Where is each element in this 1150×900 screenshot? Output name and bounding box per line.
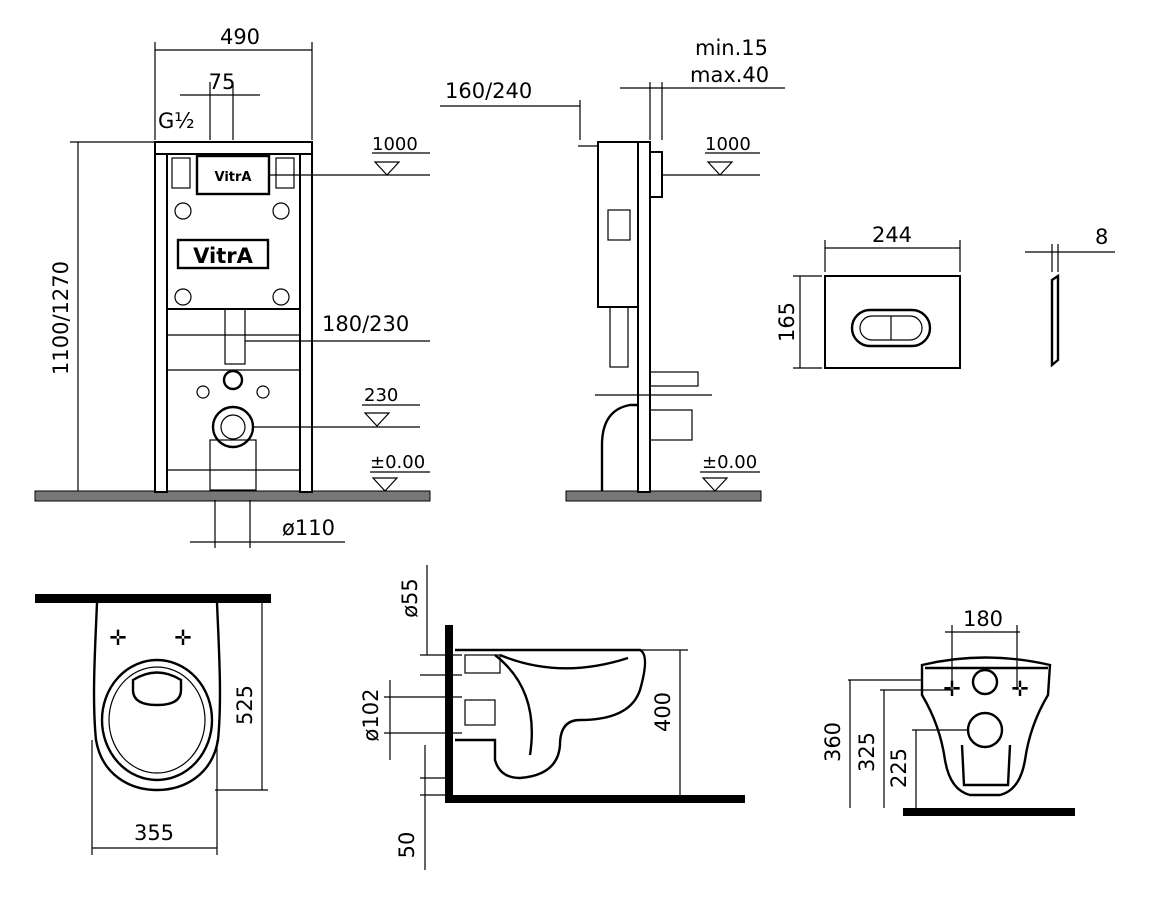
offset-label: 50 [395, 832, 419, 859]
level-1000-side-label: 1000 [705, 134, 751, 155]
bowl-profile-top [499, 653, 629, 670]
inlet-connector [649, 371, 699, 387]
bowl-trap [494, 654, 534, 756]
frame-left-upright [154, 141, 168, 493]
front-view: VitrA VitrA 490 75 G½ 1100/1270 [34, 25, 431, 548]
plate-logo: VitrA [215, 170, 252, 185]
frame-side-upright [637, 141, 651, 493]
wall-top-view [35, 594, 271, 603]
valve-block [607, 209, 631, 241]
bowl-length-label: 525 [233, 685, 257, 725]
outlet-connector [649, 409, 693, 441]
floor-front [34, 490, 431, 502]
flush-plate-side [649, 151, 663, 198]
dim-110-label: ø110 [282, 516, 335, 540]
cistern-body [166, 153, 301, 310]
bolt-left [196, 385, 210, 399]
bowl-outlet-top [131, 671, 183, 707]
bowl-rear-view: ✛ ✛ 180 360 325 225 [821, 607, 1075, 816]
plate-width-label: 244 [872, 223, 912, 247]
level-zero-side-label: ±0.00 [702, 452, 757, 473]
rear-height-360-label: 360 [821, 722, 845, 762]
rear-height-225-label: 225 [887, 748, 911, 788]
outlet-inner [220, 414, 246, 440]
plate-thickness-label: 8 [1095, 225, 1108, 249]
outlet-support [209, 439, 257, 491]
bowl-outline [92, 602, 222, 792]
wall-side-view [445, 625, 453, 803]
panel-logo: VitrA [193, 244, 253, 268]
bolt-mark-right: ✛ [1011, 677, 1029, 701]
flush-opening [195, 154, 271, 196]
thread-label: G½ [158, 109, 195, 133]
inlet-hole [971, 668, 999, 696]
wall-min-label: min.15 [695, 36, 768, 60]
mount-hole-tl [174, 202, 192, 220]
level-180-label: 180/230 [322, 312, 409, 336]
level-triangle [363, 412, 391, 427]
bowl-side-view: ø55 ø102 400 50 [359, 565, 745, 870]
mount-hole-bl [174, 288, 192, 306]
rear-height-325-label: 325 [855, 732, 879, 772]
flush-button-outer [850, 308, 932, 348]
floor-rear-view [903, 808, 1075, 816]
level-230-label: 230 [364, 385, 398, 406]
level-triangle [373, 161, 401, 176]
outlet-hole [966, 711, 1004, 749]
right-bracket [275, 157, 295, 189]
bolt-mark-right: ✛ [174, 626, 192, 650]
dim-depth-label: 160/240 [445, 79, 532, 103]
bolt-spacing-label: 180 [963, 607, 1003, 631]
mount-hole-tr [272, 202, 290, 220]
bowl-width-label: 355 [134, 821, 174, 845]
inlet-spud [464, 654, 501, 674]
wall-max-label: max.40 [690, 63, 769, 87]
outlet-spud [464, 699, 496, 726]
floor-bowl-side [445, 795, 745, 803]
bowl-profile-outer [455, 648, 647, 780]
frame-top-bar [154, 141, 313, 155]
bolt-right [256, 385, 270, 399]
flush-plate-view: 244 165 8 [775, 223, 1115, 369]
drain-pipe-side [600, 403, 638, 491]
inlet-fitting [222, 369, 244, 391]
bowl-height-label: 400 [651, 692, 675, 732]
level-1000-label: 1000 [372, 134, 418, 155]
inlet-diameter-label: ø55 [398, 578, 422, 618]
dim-75-label: 75 [209, 70, 236, 94]
pipe-side [609, 306, 629, 368]
side-view: 160/240 min.15 max.40 1000 ±0.00 [440, 36, 785, 502]
outlet-channel [960, 744, 1012, 787]
bowl-inner [100, 658, 214, 782]
floor-side [565, 490, 762, 502]
frame-right-upright [299, 141, 313, 493]
plate-height-label: 165 [775, 302, 799, 342]
dim-height-label: 1100/1270 [49, 261, 73, 375]
flush-plate-side [1050, 273, 1060, 368]
left-bracket [171, 157, 191, 189]
mount-hole-br [272, 288, 290, 306]
level-triangle [371, 477, 399, 492]
level-zero-label: ±0.00 [370, 452, 425, 473]
outlet-fitting [211, 405, 255, 449]
flush-plate [824, 275, 961, 369]
bowl-top-view: ✛ ✛ 525 355 [35, 594, 271, 855]
bowl-rim [108, 666, 206, 774]
level-triangle [701, 477, 729, 492]
bowl-rear-outline [920, 656, 1052, 797]
logo-panel [176, 238, 270, 270]
cistern-side [597, 141, 639, 308]
outlet-diameter-label: ø102 [359, 689, 383, 742]
bolt-mark-left: ✛ [109, 626, 127, 650]
level-triangle [706, 161, 734, 176]
dim-width-label: 490 [220, 25, 260, 49]
flush-pipe [224, 308, 246, 365]
